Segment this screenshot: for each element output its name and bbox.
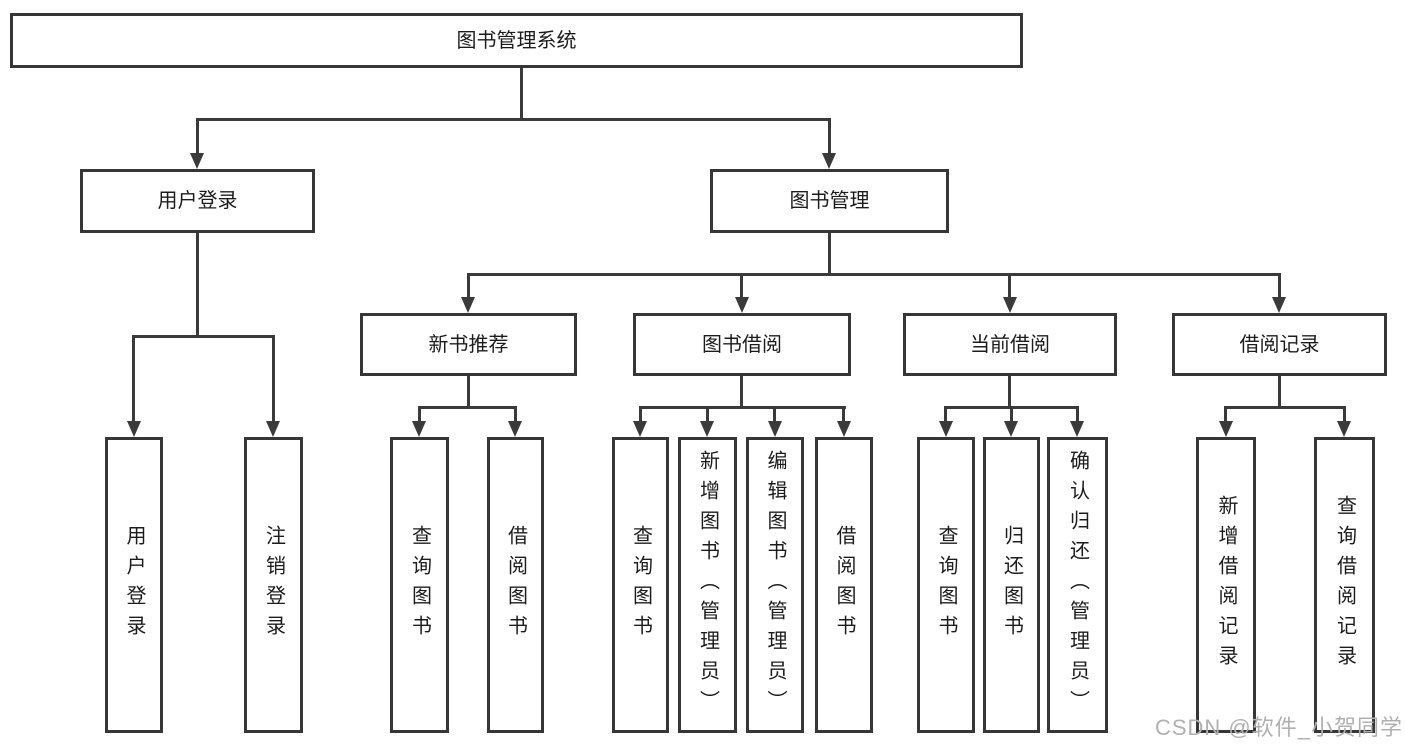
connector-line	[740, 376, 743, 406]
connector-line	[418, 406, 421, 423]
leaf-query-books-borrow: 查询图书	[612, 437, 669, 733]
connector-line	[1224, 406, 1227, 423]
watermark: CSDN @软件_小贺同学	[1154, 715, 1403, 740]
connector-line	[196, 118, 199, 156]
connector-line	[639, 406, 846, 409]
leaf-query-borrow-record: 查询借阅记录	[1314, 437, 1375, 733]
leaf-borrow-books-borrow: 借阅图书	[815, 437, 873, 733]
connector-line	[1278, 376, 1281, 406]
leaf-query-books-current: 查询图书	[917, 437, 975, 733]
connector-line	[706, 406, 709, 423]
connector-line	[842, 406, 845, 423]
arrowhead-down-icon	[461, 297, 475, 313]
arrowhead-down-icon	[1004, 421, 1018, 437]
connector-line	[132, 335, 135, 423]
arrowhead-down-icon	[822, 153, 836, 169]
leaf-borrow-books-recommend: 借阅图书	[487, 437, 544, 733]
arrowhead-down-icon	[633, 421, 647, 437]
connector-line	[1224, 406, 1345, 409]
connector-line	[1343, 406, 1346, 423]
node-current-borrow: 当前借阅	[903, 313, 1117, 376]
connector-line	[1278, 273, 1281, 299]
connector-line	[944, 406, 947, 423]
arrowhead-down-icon	[735, 297, 749, 313]
leaf-confirm-return-admin: 确认归还（管理员）	[1047, 437, 1108, 733]
connector-line	[1076, 406, 1079, 423]
arrowhead-down-icon	[190, 153, 204, 169]
connector-line	[196, 233, 199, 335]
leaf-add-borrow-record: 新增借阅记录	[1196, 437, 1256, 733]
node-user-login: 用户登录	[80, 169, 315, 233]
connector-line	[828, 118, 831, 156]
connector-line	[740, 273, 743, 299]
node-borrow-records: 借阅记录	[1172, 313, 1387, 376]
connector-line	[1008, 376, 1011, 406]
arrowhead-down-icon	[1337, 421, 1351, 437]
arrowhead-down-icon	[768, 421, 782, 437]
arrowhead-down-icon	[266, 421, 280, 437]
leaf-user-login: 用户登录	[105, 437, 163, 733]
arrowhead-down-icon	[412, 421, 426, 437]
arrowhead-down-icon	[1003, 297, 1017, 313]
arrowhead-down-icon	[1070, 421, 1084, 437]
connector-line	[272, 335, 275, 423]
connector-line	[467, 273, 470, 299]
arrowhead-down-icon	[508, 421, 522, 437]
node-new-book-recommend: 新书推荐	[360, 313, 577, 376]
connector-line	[639, 406, 642, 423]
arrowhead-down-icon	[700, 421, 714, 437]
leaf-logout: 注销登录	[244, 437, 303, 733]
connector-line	[467, 273, 1281, 276]
connector-line	[132, 335, 275, 338]
connector-line	[1010, 406, 1013, 423]
leaf-edit-books-admin: 编辑图书（管理员）	[746, 437, 804, 733]
connector-line	[520, 68, 523, 118]
connector-line	[773, 406, 776, 423]
connector-line	[467, 376, 470, 406]
connector-line	[1008, 273, 1011, 299]
node-book-management: 图书管理	[710, 169, 949, 233]
arrowhead-down-icon	[127, 421, 141, 437]
arrowhead-down-icon	[837, 421, 851, 437]
connector-line	[828, 233, 831, 273]
node-book-borrow: 图书借阅	[633, 313, 851, 376]
leaf-query-books-recommend: 查询图书	[390, 437, 449, 733]
leaf-add-books-admin: 新增图书（管理员）	[678, 437, 737, 733]
node-root: 图书管理系统	[10, 13, 1023, 68]
arrowhead-down-icon	[939, 421, 953, 437]
connector-line	[418, 406, 517, 409]
arrowhead-down-icon	[1219, 421, 1233, 437]
leaf-return-books: 归还图书	[983, 437, 1040, 733]
connector-line	[514, 406, 517, 423]
arrowhead-down-icon	[1272, 297, 1286, 313]
connector-line	[196, 118, 830, 121]
